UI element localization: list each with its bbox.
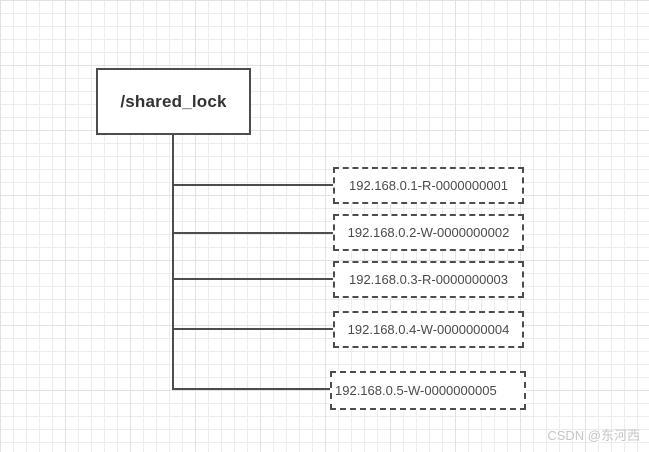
lock-node-3: 192.168.0.3-R-0000000003 [333,261,524,298]
root-node-shared-lock: /shared_lock [96,68,251,135]
connector-trunk-line [172,135,174,390]
watermark-text: CSDN @东河西 [547,428,640,443]
lock-node-label: 192.168.0.4-W-0000000004 [347,322,510,337]
lock-node-label: 192.168.0.2-W-0000000002 [347,225,510,240]
connector-branch-line [174,328,333,330]
lock-node-label: 192.168.0.5-W-0000000005 [335,383,497,398]
lock-node-2: 192.168.0.2-W-0000000002 [333,214,524,251]
lock-node-label: 192.168.0.3-R-0000000003 [348,272,509,287]
root-node-label: /shared_lock [120,91,227,111]
connector-branch-line [174,184,333,186]
lock-node-5: 192.168.0.5-W-0000000005 [330,371,526,410]
connector-branch-line [174,278,333,280]
lock-node-4: 192.168.0.4-W-0000000004 [333,311,524,348]
lock-node-label: 192.168.0.1-R-0000000001 [348,178,509,193]
connector-branch-line [174,232,333,234]
lock-node-1: 192.168.0.1-R-0000000001 [333,167,524,204]
connector-branch-line [174,388,330,390]
